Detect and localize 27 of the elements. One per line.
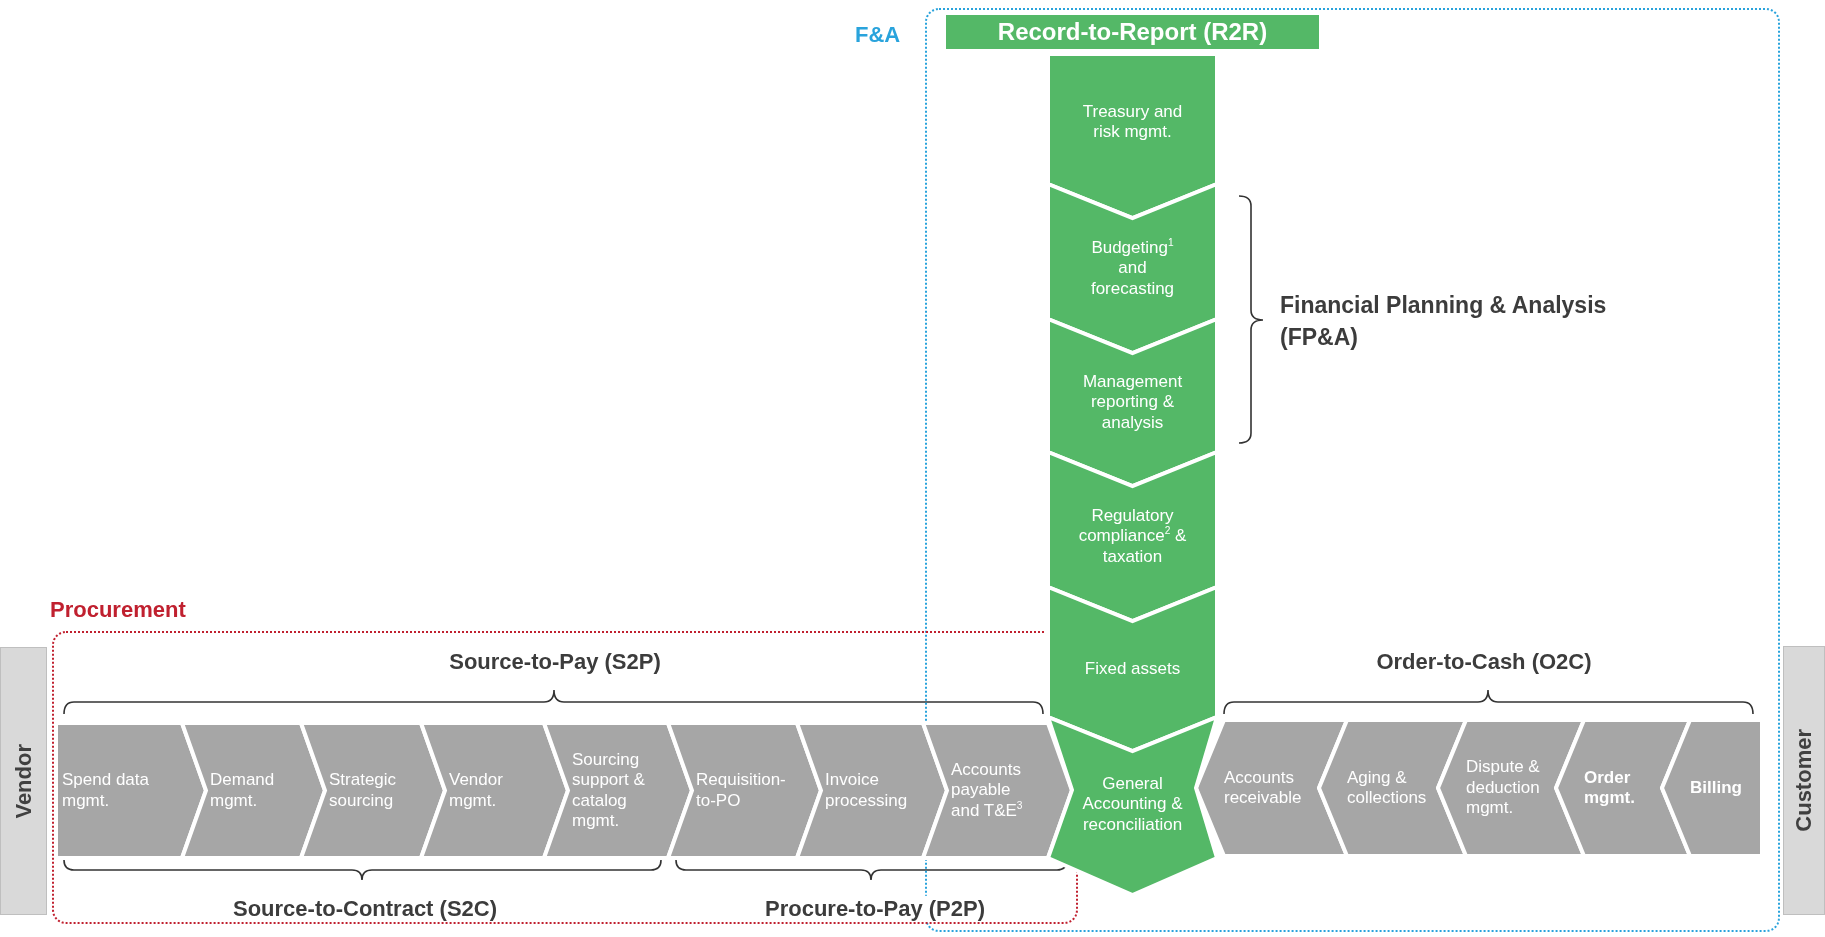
step-label: Spend data mgmt. [62,770,150,811]
step-label: Regulatory compliance$^{2}$ & taxation [1077,505,1188,568]
header-bar [946,15,1319,49]
step-label: Strategic sourcing [329,770,398,811]
step-label: General Accounting & reconciliation [1081,773,1184,836]
step-label: Vendor mgmt. [449,770,504,811]
step-label: Aging & collections [1347,767,1428,809]
step-label: Sourcing support & catalog mgmt. [572,749,646,832]
side-label: Customer [1791,729,1817,832]
step-label: Accounts payable and T&E$^{3}$ [951,759,1024,822]
side-label: Vendor [10,743,37,819]
side-bar [1783,646,1825,915]
region-title: F&A [855,22,901,48]
step-label: Billing [1690,777,1742,799]
step-label: Management reporting & analysis [1081,371,1184,434]
step-label: Budgeting$^{1}$ and forecasting [1089,237,1176,300]
bar-title: Record-to-Report (R2R) [997,18,1268,46]
step-label: Demand mgmt. [210,770,276,811]
region-title: Procurement [50,597,186,623]
step-label: Requisition-to-PO [696,770,787,811]
step-label: Order mgmt. [1584,767,1636,809]
group-label: Procure-to-Pay (P2P) [764,895,986,923]
side-bar [0,647,47,915]
step-label: Accounts receivable [1224,767,1303,809]
step-label: Dispute & deduction mgmt. [1466,757,1541,819]
step-label: Invoice processing [825,770,909,811]
step-label: Fixed assets [1084,658,1181,680]
